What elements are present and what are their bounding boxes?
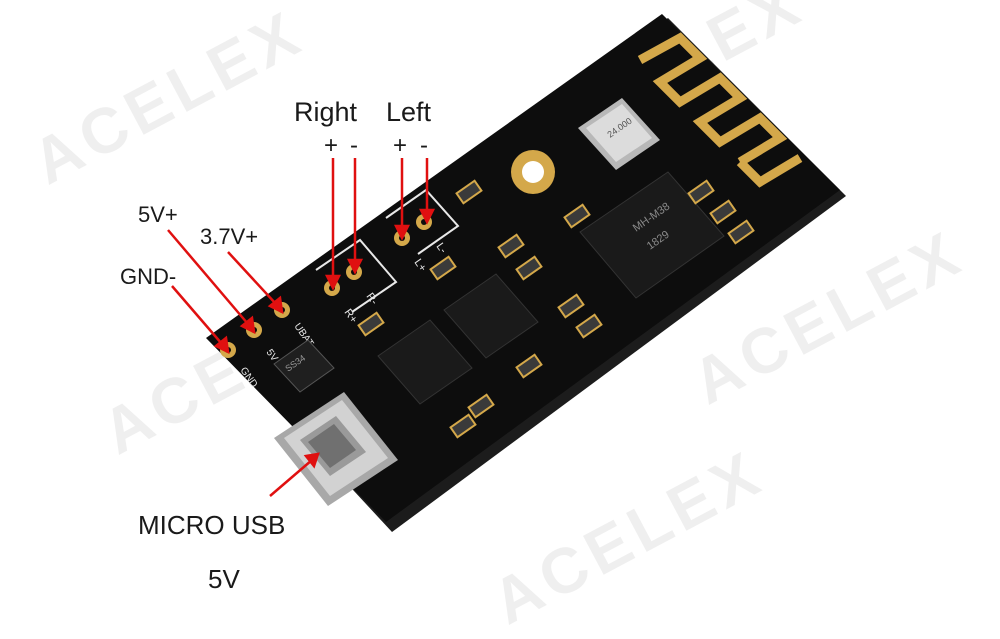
micro-usb-connector bbox=[274, 392, 398, 506]
label-3v7-plus: 3.7V+ bbox=[200, 224, 259, 249]
label-left-minus: - bbox=[420, 132, 428, 159]
label-left: Left bbox=[386, 97, 432, 127]
antenna-trace bbox=[637, 32, 803, 188]
label-5v-plus: 5V+ bbox=[138, 202, 178, 227]
arrow-5v bbox=[167, 229, 249, 325]
pcb-illustration: 24.000 MH-M38 1829 bbox=[167, 14, 846, 532]
label-micro-usb: MICRO USB bbox=[138, 510, 286, 540]
diode: SS34 bbox=[273, 339, 335, 393]
arrow-micro-usb bbox=[269, 459, 313, 497]
label-left-plus: + bbox=[393, 132, 408, 159]
crystal-oscillator: 24.000 bbox=[578, 98, 660, 170]
label-gnd-minus: GND- bbox=[120, 264, 177, 289]
smd-components bbox=[357, 179, 755, 439]
label-right-plus: + bbox=[324, 132, 339, 159]
arrow-gnd bbox=[171, 285, 223, 345]
speaker-silkscreen bbox=[315, 188, 460, 313]
product-photo: ACELEX ACELEX ACELEX ACELEX ACELEX 24.00… bbox=[20, 0, 975, 638]
main-chip: MH-M38 1829 bbox=[579, 171, 725, 299]
silk-l-plus: L+ bbox=[412, 257, 429, 274]
amp-chip-right bbox=[443, 273, 539, 359]
amp-chip-left bbox=[377, 319, 473, 405]
label-right: Right bbox=[294, 97, 358, 127]
label-usb-voltage: 5V bbox=[208, 564, 240, 594]
arrow-3v7 bbox=[227, 251, 277, 305]
annotation-arrows bbox=[167, 158, 436, 497]
label-right-minus: - bbox=[350, 132, 358, 159]
